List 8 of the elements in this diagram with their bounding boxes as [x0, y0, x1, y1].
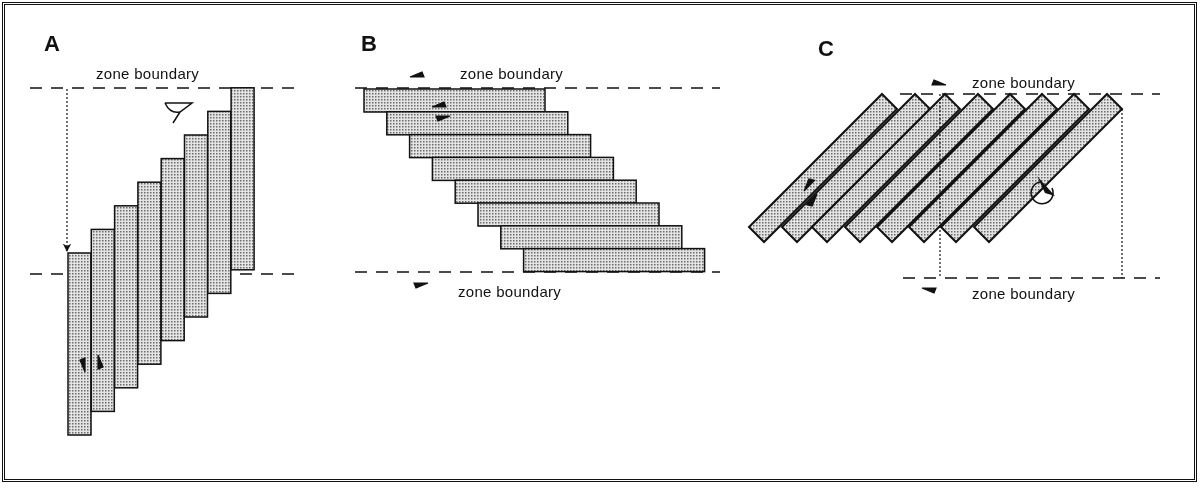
- panel-letter: A: [44, 33, 60, 55]
- zone-label: zone boundary: [972, 75, 1076, 90]
- zone-label: zone boundary: [460, 66, 564, 81]
- zone-label: zone boundary: [96, 66, 200, 81]
- panel-letter: C: [818, 38, 834, 60]
- zone-label: zone boundary: [458, 284, 562, 299]
- panel-letter: B: [361, 33, 377, 55]
- zone-label: zone boundary: [972, 286, 1076, 301]
